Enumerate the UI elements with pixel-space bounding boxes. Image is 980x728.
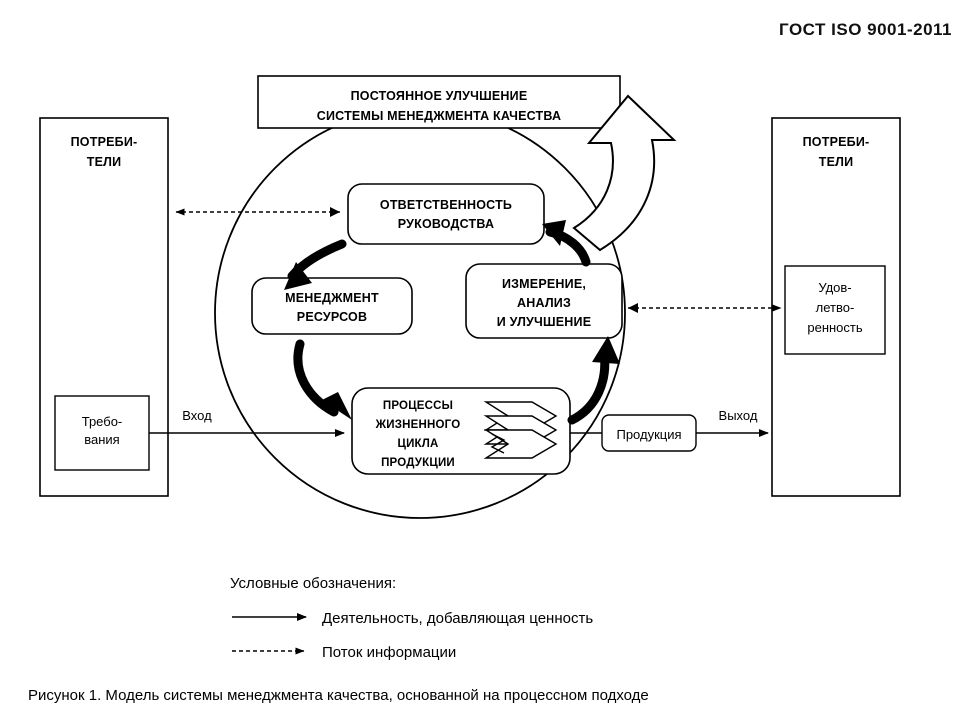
measurement-analysis-node: ИЗМЕРЕНИЕ, АНАЛИЗ И УЛУЧШЕНИЕ xyxy=(465,263,623,339)
legend-label-value-adding: Деятельность, добавляющая ценность xyxy=(322,610,593,627)
cycle-arrow-product-to-measurement xyxy=(567,336,620,425)
info-flow-to-left-consumers xyxy=(175,207,340,217)
process-chevrons-icon xyxy=(483,401,558,459)
cycle-arrow-measurement-to-resp xyxy=(542,220,591,267)
requirements-line1: Требо- xyxy=(82,414,123,429)
input-flow: Вход xyxy=(149,408,345,437)
standard-code-label: ГОСТ ISO 9001-2011 xyxy=(779,20,952,39)
requirements-line2: вания xyxy=(84,432,119,447)
cycle-arrow-resources-to-product xyxy=(293,339,352,420)
output-flow: Продукция Выход xyxy=(570,408,769,452)
legend: Условные обозначения: Деятельность, доба… xyxy=(230,575,593,661)
prod-real-line2: ЖИЗНЕННОГО xyxy=(375,419,461,431)
resource-management-node: МЕНЕДЖМЕНТ РЕСУРСОВ xyxy=(251,277,413,335)
requirements-box: Требо- вания xyxy=(54,395,150,471)
mgmt-resp-line2: РУКОВОДСТВА xyxy=(398,217,494,231)
res-mgmt-line2: РЕСУРСОВ xyxy=(297,310,367,324)
product-realization-node: ПРОЦЕССЫ ЖИЗНЕННОГО ЦИКЛА ПРОДУКЦИИ xyxy=(351,387,571,475)
satisfaction-line3: ренность xyxy=(807,320,863,335)
satisfaction-line1: Удов- xyxy=(818,280,851,295)
output-label: Выход xyxy=(719,408,758,423)
legend-item-information-flow: Поток информации xyxy=(232,644,456,661)
banner-line1: ПОСТОЯННОЕ УЛУЧШЕНИЕ xyxy=(351,89,528,103)
legend-item-value-adding: Деятельность, добавляющая ценность xyxy=(232,610,593,627)
mgmt-resp-line1: ОТВЕТСТВЕННОСТЬ xyxy=(380,198,512,212)
product-label: Продукция xyxy=(616,427,681,442)
prod-real-line3: ЦИКЛА xyxy=(397,438,438,450)
improvement-loop-arrow xyxy=(572,94,677,252)
legend-label-information-flow: Поток информации xyxy=(322,644,456,661)
right-consumers-line2: ТЕЛИ xyxy=(819,155,854,169)
meas-line3: И УЛУЧШЕНИЕ xyxy=(497,315,592,329)
continual-improvement-banner: ПОСТОЯННОЕ УЛУЧШЕНИЕ СИСТЕМЫ МЕНЕДЖМЕНТА… xyxy=(257,75,621,129)
legend-title: Условные обозначения: xyxy=(230,575,396,592)
figure-caption: Рисунок 1. Модель системы менеджмента ка… xyxy=(28,687,649,704)
satisfaction-box: Удов- летво- ренность xyxy=(784,265,886,355)
prod-real-line4: ПРОДУКЦИИ xyxy=(381,457,455,469)
meas-line2: АНАЛИЗ xyxy=(517,296,571,310)
management-responsibility-node: ОТВЕТСТВЕННОСТЬ РУКОВОДСТВА xyxy=(347,183,545,245)
left-consumers-line2: ТЕЛИ xyxy=(87,155,122,169)
left-consumers-line1: ПОТРЕБИ- xyxy=(71,135,138,149)
input-label: Вход xyxy=(182,408,212,423)
res-mgmt-line1: МЕНЕДЖМЕНТ xyxy=(285,291,379,305)
right-consumers-line1: ПОТРЕБИ- xyxy=(803,135,870,149)
banner-line2: СИСТЕМЫ МЕНЕДЖМЕНТА КАЧЕСТВА xyxy=(317,109,561,123)
meas-line1: ИЗМЕРЕНИЕ, xyxy=(502,277,586,291)
cycle-arrow-resp-to-resources xyxy=(284,239,347,290)
satisfaction-line2: летво- xyxy=(816,300,855,315)
prod-real-line1: ПРОЦЕССЫ xyxy=(383,400,453,412)
info-flow-to-satisfaction xyxy=(628,303,782,313)
